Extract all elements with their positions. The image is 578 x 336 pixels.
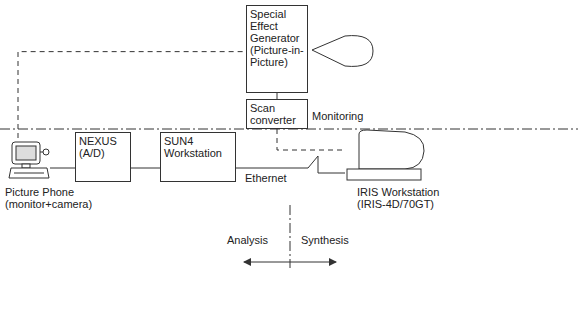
monitor-link — [277, 129, 345, 150]
box-label: SUN4 Workstation — [164, 135, 232, 159]
monitor-symbol — [312, 36, 373, 67]
box-label: NEXUS (A/D) — [79, 135, 127, 159]
process-box: Scan converter — [246, 99, 308, 129]
data-link — [236, 156, 345, 173]
direction-arrow — [244, 262, 336, 263]
device-icon: Picture Phone (monitor+camera) — [8, 138, 50, 182]
box-label: Special Effect Generator (Picture-in-Pic… — [250, 8, 304, 68]
region-label: Monitoring — [311, 110, 364, 122]
divider-line — [290, 205, 291, 268]
monitor-link — [18, 52, 246, 138]
data-link — [131, 168, 160, 169]
phone-icon — [8, 138, 50, 182]
device-icon: IRIS Workstation (IRIS-4D/70GT) — [345, 128, 427, 182]
device-label: Picture Phone (monitor+camera) — [5, 186, 113, 210]
process-box: SUN4 Workstation — [160, 132, 236, 182]
region-label: Synthesis — [300, 234, 350, 246]
process-box: Special Effect Generator (Picture-in-Pic… — [246, 5, 308, 93]
box-label: Scan converter — [250, 102, 304, 126]
process-box: NEXUS (A/D) — [75, 132, 131, 182]
workstation-icon — [345, 128, 427, 182]
edge-label: Ethernet — [244, 172, 288, 184]
device-label: IRIS Workstation (IRIS-4D/70GT) — [357, 186, 471, 210]
region-label: Analysis — [226, 234, 269, 246]
data-link — [50, 168, 75, 169]
